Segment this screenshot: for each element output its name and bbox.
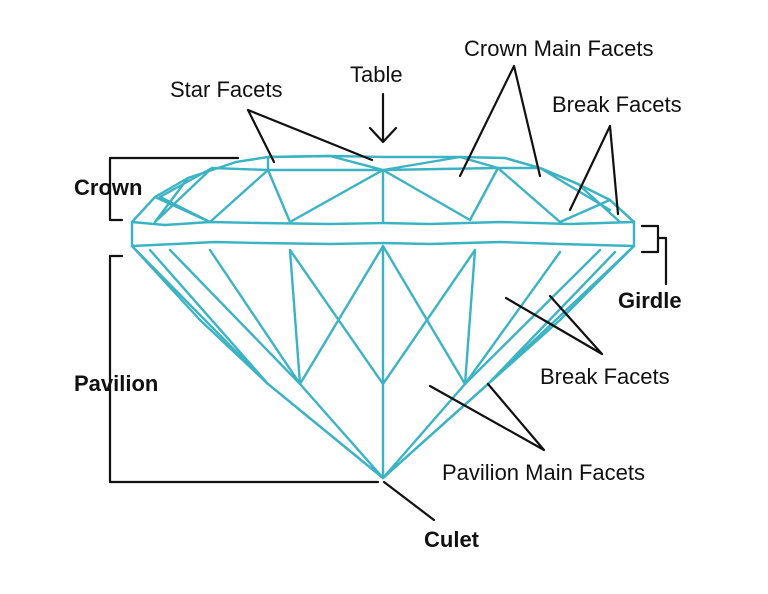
label-break-facets-bottom: Break Facets (540, 364, 670, 389)
star-facets-leader (246, 108, 374, 164)
label-girdle: Girdle (618, 288, 682, 313)
girdle-bracket (640, 224, 668, 286)
label-pavilion: Pavilion (74, 371, 158, 396)
crown-main-facets-leader (458, 64, 542, 178)
label-pavilion-main-facets: Pavilion Main Facets (442, 460, 645, 485)
label-crown-main-facets: Crown Main Facets (464, 36, 654, 61)
pavilion-main-facets-lines (208, 244, 562, 480)
label-break-facets-top: Break Facets (552, 92, 682, 117)
labels: Star Facets Table Crown Main Facets Brea… (74, 36, 682, 552)
leader-lines (108, 64, 668, 522)
crown-main-facets-lines (153, 166, 612, 224)
break-facets-pavilion-lines (130, 244, 636, 480)
label-star-facets: Star Facets (170, 77, 282, 102)
label-culet: Culet (424, 527, 480, 552)
table-arrow (368, 92, 398, 144)
pavilion-bracket (108, 254, 380, 484)
break-facets-top-leader (568, 124, 620, 216)
diamond-illustration (130, 154, 636, 480)
break-facets-bottom-leader (504, 294, 604, 356)
break-facets-crown-lines (130, 176, 636, 224)
culet-leader (382, 480, 436, 522)
girdle-band (130, 220, 636, 248)
crown-bracket (108, 156, 240, 222)
pavilion-main-facets-leader (428, 382, 546, 452)
table-edge (234, 155, 542, 170)
label-crown: Crown (74, 175, 142, 200)
label-table: Table (350, 62, 403, 87)
